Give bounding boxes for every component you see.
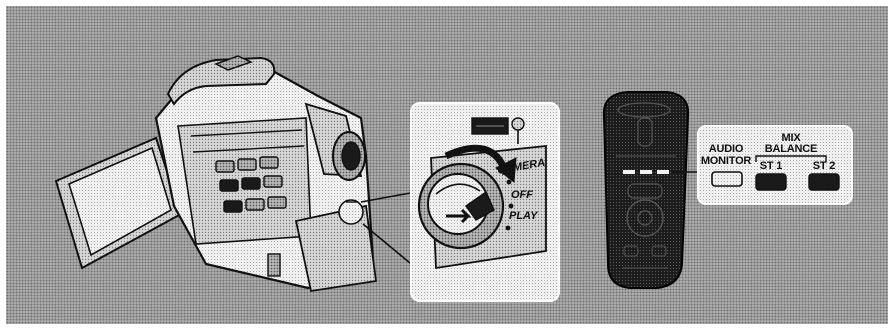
remote-buttons-callout: AUDIO MONITOR MIX BALANCE ST 1 ST 2 [698, 126, 852, 204]
dial-label-play: PLAY [509, 210, 539, 222]
st1-label: ST 1 [760, 160, 783, 172]
audio-monitor-button[interactable] [712, 172, 742, 186]
remote-highlight-dashes [623, 170, 669, 174]
remote-control-icon [604, 92, 688, 288]
mix-balance-label-line2: BALANCE [765, 143, 817, 155]
camcorder-remote-illustration: CAMERA OFF PLAY [6, 6, 888, 324]
illustration-panel: CAMERA OFF PLAY [6, 6, 888, 324]
audio-monitor-label-line1: AUDIO [709, 143, 744, 155]
audio-monitor-label-line2: MONITOR [701, 155, 752, 167]
st2-label: ST 2 [813, 160, 836, 172]
camcorder-icon [56, 56, 376, 291]
dial-callout: CAMERA OFF PLAY [411, 103, 559, 301]
st2-button[interactable] [809, 174, 839, 190]
lcd-screen-icon [56, 138, 181, 268]
st1-button[interactable] [756, 174, 786, 190]
dial-label-off: OFF [511, 189, 533, 201]
